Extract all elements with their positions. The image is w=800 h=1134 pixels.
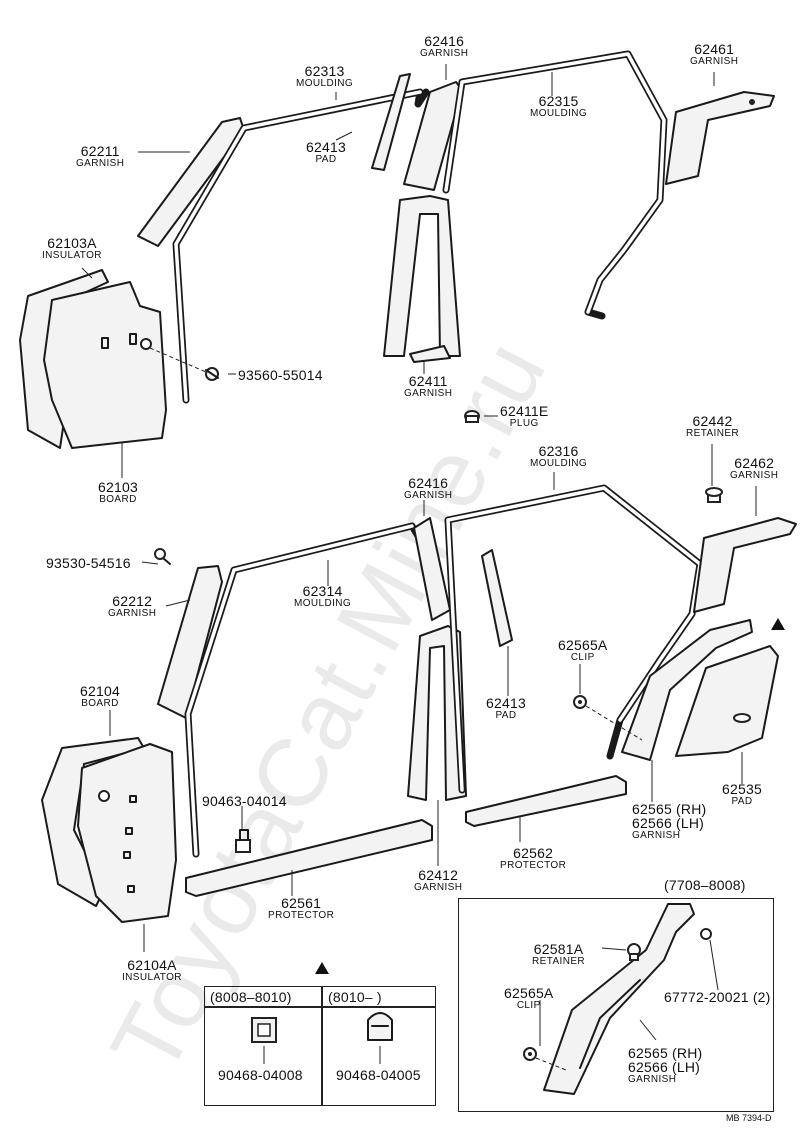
- plug-62411E-shape: [464, 410, 480, 423]
- garnish-62212-shape: [157, 565, 223, 719]
- garnish-62411-shape: [383, 195, 461, 357]
- label-90468-04008: 90468-04008: [218, 1067, 303, 1083]
- footer-code: MB 7394-D: [726, 1113, 772, 1123]
- protector-62562-shape: [465, 775, 627, 827]
- screw-93530-shape: [154, 548, 171, 565]
- inset-retainer-shape: [627, 943, 641, 961]
- pad-62413-upper-shape: [371, 73, 411, 171]
- garnish-62461-shape: [665, 91, 775, 185]
- garnish-62416-lower-shape: [413, 517, 451, 621]
- garnish-62565-shape: [621, 619, 753, 761]
- label-62565-62566-inset: 62565 (RH) 62566 (LH) GARNISH: [628, 1045, 703, 1085]
- label-67772-20021: 67772-20021 (2): [664, 989, 771, 1005]
- inset-right-box: [458, 898, 774, 1112]
- pad-62413-lower-shape: [481, 549, 513, 647]
- inset-left-header-rule: [204, 1006, 436, 1008]
- clip-90463-shape: [235, 829, 251, 853]
- garnish-62461-hole: [749, 99, 755, 105]
- inset-screw-shape: [700, 928, 712, 940]
- clip-62565A-shape: [573, 695, 587, 709]
- label-90468-04005: 90468-04005: [336, 1067, 421, 1083]
- inset-left-box: [204, 986, 436, 1106]
- garnish-62211-shape: [137, 117, 245, 247]
- marker-triangle-2: [315, 962, 329, 974]
- board-62103-shape: [43, 281, 167, 449]
- garnish-62462-shape: [693, 517, 797, 613]
- marker-triangle-1: [771, 618, 785, 630]
- retainer-62442-shape: [705, 487, 723, 503]
- label-90463-04014: 90463-04014: [202, 793, 287, 809]
- inset-left-range-1: (8008–8010): [210, 989, 292, 1005]
- inset-clip-shape: [523, 1047, 537, 1061]
- inset-clip-8010-shape: [367, 1012, 393, 1041]
- inset-left-divider: [321, 986, 323, 1106]
- garnish-62412-shape: [407, 625, 467, 801]
- screw-93560-shape: [205, 367, 219, 381]
- label-93560-55014: 93560-55014: [238, 367, 323, 383]
- label-62565-62566: 62565 (RH) 62566 (LH) GARNISH: [632, 801, 707, 841]
- inset-right-range: (7708–8008): [664, 877, 746, 893]
- inset-left-range-2: (8010– ): [328, 989, 382, 1005]
- protector-62561-shape: [185, 819, 433, 897]
- label-93530-54516: 93530-54516: [46, 555, 131, 571]
- garnish-62411-base: [409, 345, 451, 363]
- pad-62535-shape: [675, 645, 779, 757]
- inset-clip-8008-shape: [251, 1017, 277, 1043]
